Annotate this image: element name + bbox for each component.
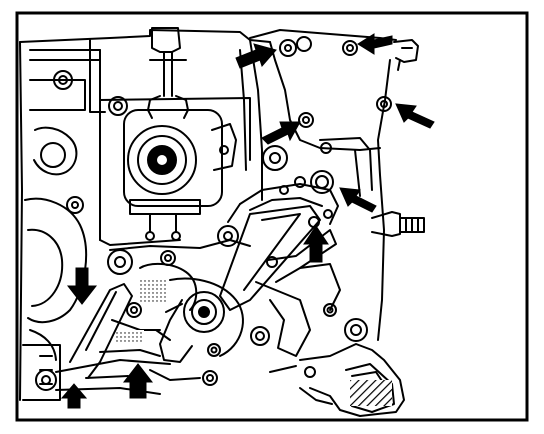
arrow-cover-up-icon [303, 225, 329, 263]
sensor-fitting [393, 39, 419, 71]
cover-ribs [35, 205, 341, 395]
crank-housing [269, 318, 405, 417]
arrow-top-left-bolt-icon [235, 43, 277, 69]
tensioner-assembly [123, 27, 237, 241]
side-bolt [371, 211, 425, 237]
arrow-right-bolt-icon [395, 103, 435, 129]
arrow-top-right-bolt-icon [357, 33, 393, 55]
arrow-pump-bolt-icon [339, 187, 377, 213]
figure-border [15, 11, 529, 422]
arrow-bottom-center-up-icon [122, 363, 154, 399]
oil-pump-body [99, 170, 339, 386]
arrow-center-bolt-icon [261, 121, 301, 145]
arrow-bottom-left-up-icon [60, 383, 88, 409]
arrow-left-down-icon [66, 267, 98, 305]
